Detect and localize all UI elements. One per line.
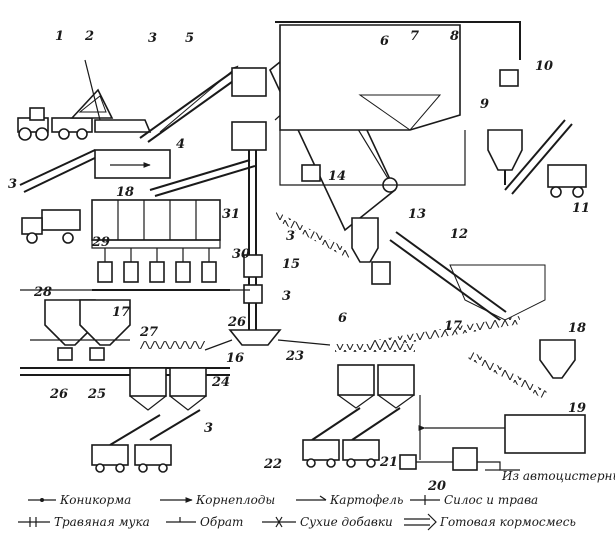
- label-3-d: 3: [282, 289, 291, 304]
- main-bunker: [275, 21, 521, 186]
- legend-label: Коникорма: [59, 493, 131, 507]
- label-20: 20: [427, 479, 446, 494]
- label-16: 16: [226, 351, 244, 366]
- label-3-c: 3: [286, 229, 295, 244]
- truck-29: [21, 209, 81, 244]
- label-22: 22: [263, 457, 282, 472]
- source-note-text: Из автоцистерны: [501, 469, 615, 483]
- label-26-a: 26: [227, 315, 246, 330]
- legend: Коникорма Корнеплоды Картофель Силос и т…: [18, 493, 576, 531]
- hopper-9: [487, 69, 573, 195]
- loading-conveyors: [109, 407, 401, 446]
- label-29: 29: [91, 235, 110, 250]
- label-25: 25: [87, 387, 106, 402]
- liquid-section: [399, 395, 586, 471]
- label-4: 4: [176, 137, 185, 152]
- legend-item-sukhie-dobavki: Сухие добавки: [262, 515, 393, 529]
- doser-row-30: [92, 261, 230, 291]
- conveyor-12: [273, 211, 546, 321]
- legend-label: Сухие добавки: [300, 515, 393, 529]
- label-24: 24: [211, 375, 230, 390]
- mixers-right: [335, 316, 547, 409]
- legend-item-kartofel: Картофель: [296, 493, 403, 507]
- label-7: 7: [410, 29, 419, 44]
- storage-hopper-4: [94, 149, 256, 197]
- label-19: 19: [568, 401, 586, 416]
- legend-item-travyanaya-muka: Травяная мука: [18, 515, 150, 529]
- label-3-a: 3: [148, 31, 157, 46]
- label-18-b: 18: [568, 321, 586, 336]
- legend-item-korneplody: Корнеплоды: [160, 493, 275, 507]
- central-dosers: [231, 67, 267, 330]
- legend-item-obrat: Обрат: [166, 515, 243, 529]
- legend-label: Корнеплоды: [195, 493, 275, 507]
- label-27: 27: [139, 325, 158, 340]
- label-21: 21: [379, 455, 398, 470]
- label-6-a: 6: [380, 34, 389, 49]
- label-30: 30: [232, 247, 250, 262]
- legend-item-silos: Силос и трава: [410, 493, 538, 507]
- label-3-b: 3: [8, 177, 17, 192]
- label-12: 12: [450, 227, 468, 242]
- label-3-e: 3: [204, 421, 213, 436]
- silo-13: [301, 164, 391, 285]
- label-1: 1: [55, 29, 64, 44]
- legend-label: Картофель: [329, 493, 403, 507]
- legend-label: Силос и трава: [444, 493, 538, 507]
- label-26-b: 26: [49, 387, 68, 402]
- source-note: Из автоцистерны: [485, 469, 615, 483]
- label-2: 2: [84, 29, 94, 44]
- legend-item-konikorma: Коникорма: [28, 493, 131, 507]
- label-5: 5: [185, 31, 194, 46]
- legend-label: Готовая кормосмесь: [439, 515, 576, 529]
- component-numbers: 1 2 3 3 3 3 3 4 5 6 6 7 8 9 10 11 12 13 …: [8, 29, 590, 494]
- hopper-row-18: [91, 199, 221, 262]
- distribution-23: [204, 329, 331, 351]
- trucks-22: [302, 439, 380, 468]
- mixers-left: [129, 341, 207, 411]
- receiving-hopper: [70, 59, 152, 133]
- label-14: 14: [328, 169, 346, 184]
- label-6-b: 6: [338, 311, 347, 326]
- silo-18-right: [539, 339, 576, 379]
- label-11: 11: [572, 201, 590, 216]
- legend-label: Травяная мука: [54, 515, 150, 529]
- trucks-bottom-left: [91, 444, 172, 473]
- additive-section: [20, 289, 250, 376]
- label-31: 31: [222, 207, 240, 222]
- legend-item-gotovaya-kormosmes: Готовая кормосмесь: [404, 513, 576, 531]
- inclined-conveyors-upper: [19, 65, 244, 193]
- label-17-a: 17: [112, 305, 130, 320]
- label-17-b: 17: [444, 319, 462, 334]
- label-13: 13: [408, 207, 426, 222]
- label-28: 28: [33, 285, 52, 300]
- tractor-trailer: [17, 107, 93, 141]
- label-9: 9: [480, 97, 489, 112]
- label-18-a: 18: [116, 185, 134, 200]
- label-8: 8: [450, 29, 459, 44]
- label-15: 15: [282, 257, 300, 272]
- legend-label: Обрат: [200, 515, 243, 529]
- truck-11: [547, 164, 587, 198]
- label-10: 10: [535, 59, 553, 74]
- label-23: 23: [285, 349, 304, 364]
